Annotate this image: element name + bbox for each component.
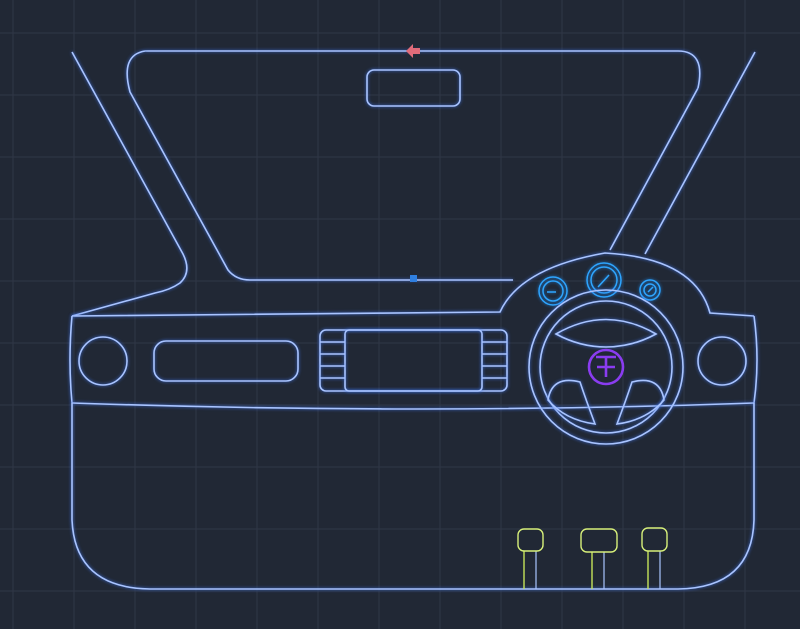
steering-wheel-logo-icon: [587, 348, 625, 386]
square-handle-icon[interactable]: [410, 275, 417, 282]
pedals: [517, 527, 668, 589]
center-console: [319, 329, 508, 392]
glovebox-slot: [153, 340, 299, 382]
center-display: [344, 329, 483, 392]
arrow-left-icon[interactable]: [406, 44, 420, 58]
accelerator-pedal: [641, 527, 668, 552]
right-gauge: [639, 279, 661, 301]
left-gauge-inner: [542, 280, 564, 302]
left-air-vent: [78, 336, 128, 386]
dashboard: [69, 252, 758, 590]
instrument-cluster: [538, 262, 661, 306]
rearview-mirror: [366, 69, 461, 107]
left-console-vent-slats: [320, 341, 345, 379]
clutch-pedal: [517, 528, 544, 552]
right-console-vent-slats: [482, 341, 507, 379]
right-air-vent: [697, 336, 747, 386]
steering-wheel: [528, 289, 684, 445]
speedometer-gauge: [586, 262, 622, 298]
left-gauge: [538, 276, 568, 306]
windshield-frame: [71, 50, 756, 317]
brake-pedal: [580, 528, 618, 553]
